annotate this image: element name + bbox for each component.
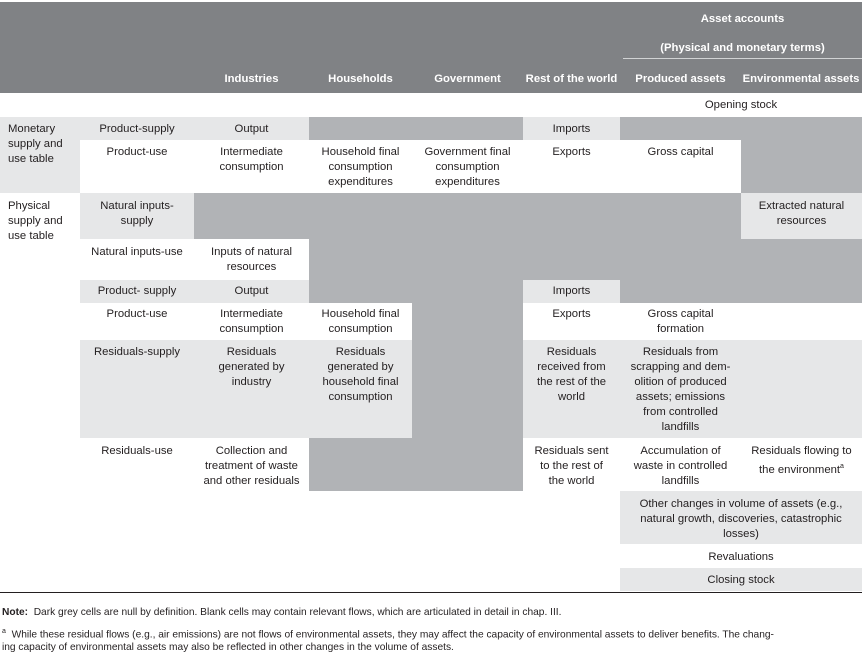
inputs-of-natural-resources: Inputs of natural resources	[210, 246, 292, 273]
residuals-supply-row-left	[80, 340, 412, 438]
p-product-supply-label: Product- supply	[97, 285, 177, 297]
p-imports-cell	[523, 280, 620, 303]
m-intermediate-consumption: Intermediate consumption	[219, 146, 284, 173]
m-household-final-consumption: Household final consumption expenditures	[321, 146, 400, 188]
natural-inputs-supply: Natural inputs- supply	[100, 200, 174, 227]
revaluations: Revaluations	[708, 551, 774, 563]
col-government: Government	[434, 73, 501, 85]
p-intermediate-consumption: Intermediate consumption	[219, 308, 284, 335]
residuals-flowing-to-environment: Residuals flowing to the environmenta	[751, 445, 852, 476]
null-cell	[741, 140, 862, 193]
monetary-label-cell	[0, 117, 80, 193]
p-exports: Exports	[552, 308, 591, 320]
footnote-marker: a	[840, 463, 844, 470]
table-bottom-rule	[0, 592, 862, 593]
residuals-from-scrapping: Residuals from scrapping and dem- olitio…	[630, 346, 731, 433]
m-imports: Imports	[552, 123, 591, 135]
null-cell	[620, 280, 862, 303]
null-cell	[194, 193, 741, 239]
m-product-supply-row	[80, 117, 309, 140]
p-gross-capital-formation: Gross capital formation	[647, 308, 714, 335]
p-product-use-label: Product-use	[106, 308, 168, 320]
monetary-label: Monetary supply and use table	[8, 123, 63, 165]
col-environmental-assets: Environmental assets	[742, 73, 860, 85]
closing-stock: Closing stock	[707, 574, 775, 586]
extracted-natural-resources: Extracted natural resources	[758, 200, 845, 227]
m-product-supply-label: Product-supply	[99, 123, 175, 135]
residuals-generated-by-industry: Residuals generated by industry	[218, 346, 285, 388]
accumulation-of-waste: Accumulation of waste in controlled land…	[633, 445, 728, 487]
table-footnote: a While these residual flows (e.g., air …	[2, 628, 774, 654]
null-cell	[309, 117, 523, 140]
m-product-use-label: Product-use	[106, 146, 168, 158]
p-product-supply-row	[80, 280, 309, 303]
asset-terms-heading: (Physical and monetary terms)	[660, 42, 825, 54]
physical-label: Physical supply and use table	[8, 200, 63, 242]
null-cell	[309, 280, 523, 303]
p-output: Output	[234, 285, 269, 297]
residuals-supply-row-right	[523, 340, 862, 438]
null-cell	[412, 303, 523, 491]
extracted-resources-cell	[741, 193, 862, 239]
asset-accounts-heading: Asset accounts	[700, 13, 785, 25]
table-note: Note: Dark grey cells are null by defini…	[2, 607, 562, 618]
natural-inputs-supply-label	[80, 193, 194, 239]
table-header-band	[0, 3, 862, 93]
col-households: Households	[328, 73, 393, 85]
m-gross-capital: Gross capital	[647, 146, 714, 158]
col-industries: Industries	[224, 73, 279, 85]
m-exports: Exports	[552, 146, 591, 158]
natural-inputs-use: Natural inputs-use	[91, 246, 183, 258]
residuals-sent-to-rest: Residuals sent to the rest of the world	[534, 445, 609, 487]
p-household-final-consumption: Household final consumption	[321, 308, 400, 335]
m-government-final-consumption: Government final consumption expenditure…	[424, 146, 511, 188]
other-changes-in-volume: Other changes in volume of assets (e.g.,…	[639, 498, 843, 540]
collection-and-treatment: Collection and treatment of waste and ot…	[203, 445, 300, 487]
m-output: Output	[234, 123, 269, 135]
residuals-use-label: Residuals-use	[101, 445, 173, 457]
col-produced-assets: Produced assets	[635, 73, 726, 85]
m-imports-cell	[523, 117, 620, 140]
null-cell	[620, 117, 862, 140]
residuals-generated-by-households: Residuals generated by household final c…	[322, 346, 399, 403]
table-top-rule	[0, 2, 862, 3]
p-imports: Imports	[552, 285, 591, 297]
null-cell	[309, 438, 412, 491]
header-divider-line	[623, 58, 862, 59]
opening-stock: Opening stock	[704, 99, 778, 111]
col-rest-of-world: Rest of the world	[525, 73, 618, 85]
closing-stock-cell	[620, 568, 862, 591]
null-cell	[309, 239, 862, 280]
other-changes-cell	[620, 491, 862, 544]
residuals-supply-label: Residuals-supply	[93, 346, 181, 358]
residuals-received-from-rest: Residuals received from the rest of the …	[536, 346, 607, 403]
